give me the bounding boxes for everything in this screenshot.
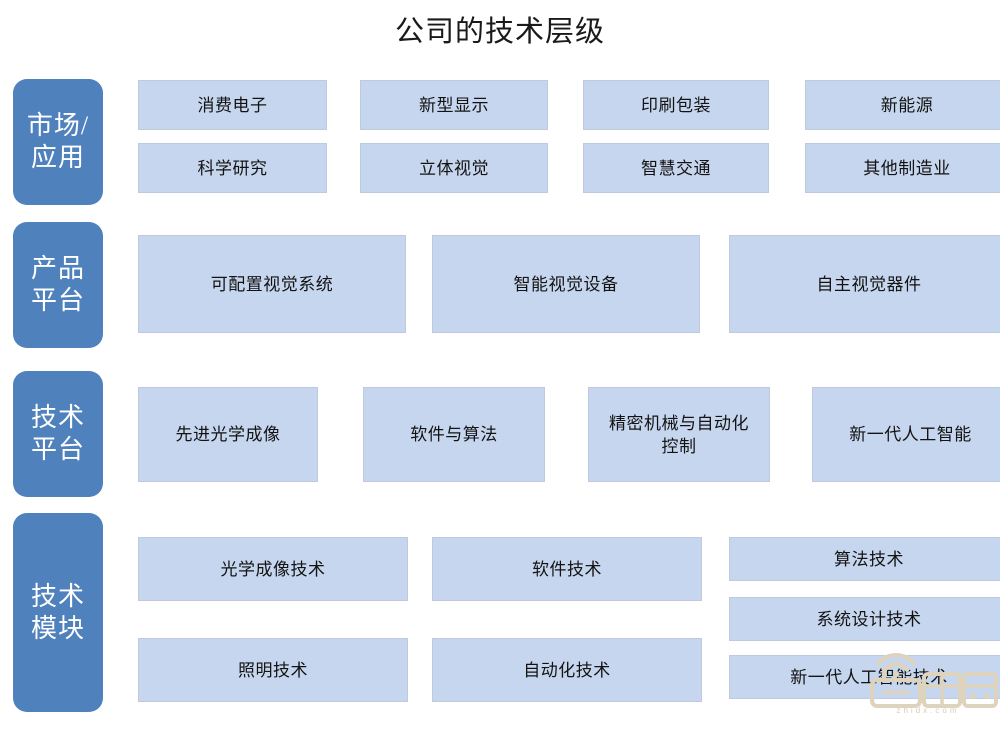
node-system-design-technology[interactable]: 系统设计技术 bbox=[729, 597, 1000, 641]
node-label: 光学成像技术 bbox=[220, 559, 326, 579]
tier-label-product-platform: 产品 平台 bbox=[13, 222, 103, 348]
node-label: 软件与算法 bbox=[410, 425, 498, 444]
node-advanced-optical-imaging[interactable]: 先进光学成像 bbox=[138, 387, 318, 482]
node-label: 系统设计技术 bbox=[816, 609, 922, 629]
tier-label-technology-platform: 技术 平台 bbox=[13, 371, 103, 497]
node-label: 算法技术 bbox=[834, 549, 904, 569]
node-label: 其他制造业 bbox=[863, 158, 951, 178]
node-label: 精密机械与自动化 控制 bbox=[609, 413, 749, 456]
node-label: 新一代人工智能技术 bbox=[790, 667, 948, 687]
watermark-url: zhidx.com bbox=[896, 706, 960, 715]
node-label: 可配置视觉系统 bbox=[210, 274, 334, 294]
tier-label-text: 技术 平台 bbox=[30, 403, 85, 464]
node-printing-packaging[interactable]: 印刷包装 bbox=[583, 80, 769, 130]
node-label: 自主视觉器件 bbox=[816, 274, 922, 294]
tier-label-technology-modules: 技术 模块 bbox=[13, 513, 103, 712]
node-optical-imaging-technology[interactable]: 光学成像技术 bbox=[138, 537, 408, 601]
node-label: 软件技术 bbox=[532, 559, 602, 579]
node-label: 印刷包装 bbox=[641, 95, 711, 115]
node-label: 立体视觉 bbox=[419, 158, 489, 178]
node-label: 先进光学成像 bbox=[175, 425, 281, 444]
node-stereo-vision[interactable]: 立体视觉 bbox=[360, 143, 548, 193]
node-next-gen-ai[interactable]: 新一代人工智能 bbox=[812, 387, 1000, 482]
node-label: 自动化技术 bbox=[523, 660, 611, 680]
node-label: 新能源 bbox=[880, 95, 934, 115]
node-new-energy[interactable]: 新能源 bbox=[805, 80, 1000, 130]
node-automation-technology[interactable]: 自动化技术 bbox=[432, 638, 702, 702]
node-scientific-research[interactable]: 科学研究 bbox=[138, 143, 327, 193]
node-label: 照明技术 bbox=[238, 660, 308, 680]
node-configurable-vision-system[interactable]: 可配置视觉系统 bbox=[138, 235, 406, 333]
node-software-and-algorithms[interactable]: 软件与算法 bbox=[363, 387, 545, 482]
node-label: 智慧交通 bbox=[641, 158, 711, 178]
node-algorithm-technology[interactable]: 算法技术 bbox=[729, 537, 1000, 581]
node-label: 智能视觉设备 bbox=[513, 274, 619, 294]
tier-label-text: 技术 模块 bbox=[30, 581, 85, 643]
node-label: 消费电子 bbox=[197, 95, 268, 115]
tier-label-text: 产品 平台 bbox=[30, 254, 85, 315]
page-title: 公司的技术层级 bbox=[394, 16, 605, 48]
node-precision-mechanics-automation-control[interactable]: 精密机械与自动化 控制 bbox=[588, 387, 770, 482]
node-smart-transportation[interactable]: 智慧交通 bbox=[583, 143, 769, 193]
node-consumer-electronics[interactable]: 消费电子 bbox=[138, 80, 327, 130]
node-other-manufacturing[interactable]: 其他制造业 bbox=[805, 143, 1000, 193]
node-lighting-technology[interactable]: 照明技术 bbox=[138, 638, 408, 702]
node-label: 科学研究 bbox=[197, 158, 268, 178]
tier-label-text: 市场/ 应用 bbox=[26, 111, 90, 172]
node-label: 新一代人工智能 bbox=[849, 425, 972, 444]
tier-label-market-application: 市场/ 应用 bbox=[13, 79, 103, 205]
node-autonomous-vision-device[interactable]: 自主视觉器件 bbox=[729, 235, 1000, 333]
node-new-display[interactable]: 新型显示 bbox=[360, 80, 548, 130]
node-software-technology[interactable]: 软件技术 bbox=[432, 537, 702, 601]
node-label: 新型显示 bbox=[419, 95, 489, 115]
node-intelligent-vision-equipment[interactable]: 智能视觉设备 bbox=[432, 235, 700, 333]
node-next-gen-ai-technology[interactable]: 新一代人工智能技术 bbox=[729, 655, 1000, 699]
